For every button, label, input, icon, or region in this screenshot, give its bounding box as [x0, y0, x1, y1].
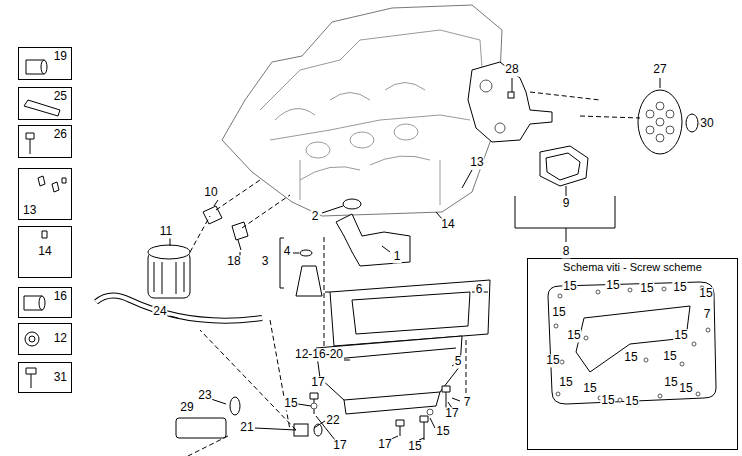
- callout-number: 17: [332, 439, 347, 452]
- callout-number: 7: [463, 396, 472, 409]
- callout-number: 15: [435, 425, 450, 438]
- part-box: 12: [18, 323, 72, 355]
- callout-number: 27: [652, 63, 667, 76]
- callout-number: 15: [672, 281, 687, 294]
- callout-number: 7: [703, 308, 712, 321]
- callout-number: 15: [283, 397, 298, 410]
- callout-number: 22: [325, 414, 340, 427]
- callout-number: 17: [444, 407, 459, 420]
- callout-number: 24: [152, 305, 167, 318]
- callout-number: 15: [678, 382, 693, 395]
- callout-number: 15: [566, 329, 581, 342]
- callout-number: 23: [197, 389, 212, 402]
- callout-number: 12-16-20: [294, 348, 344, 361]
- callout-number: 18: [226, 255, 241, 268]
- callout-number: 15: [407, 440, 422, 453]
- callout-number: 15: [623, 351, 638, 364]
- callout-number: 15: [624, 395, 639, 408]
- callout-number: 10: [203, 186, 218, 199]
- callout-number: 15: [582, 382, 597, 395]
- callout-number: 2: [311, 210, 320, 223]
- part-box: 13: [18, 168, 72, 220]
- callout-number: 17: [377, 438, 392, 451]
- callout-number: 15: [600, 394, 615, 407]
- callout-number: 15: [663, 376, 678, 389]
- crankcase: [222, 5, 502, 216]
- callout-number: 26: [54, 128, 67, 141]
- inset-title: Schema viti - Screw scheme: [563, 261, 702, 273]
- callout-number: 1: [393, 250, 402, 263]
- callout-number: 15: [545, 354, 560, 367]
- part-box: 16: [18, 287, 72, 318]
- callout-number: 13: [23, 204, 36, 217]
- callout-number: 4: [283, 245, 292, 258]
- gasket: [330, 280, 490, 346]
- callout-number: 5: [454, 355, 463, 368]
- callout-number: 3: [261, 255, 270, 268]
- callout-number: 14: [440, 218, 455, 231]
- callout-number: 15: [698, 287, 713, 300]
- callout-number: 13: [469, 156, 484, 169]
- callout-number: 25: [54, 90, 67, 103]
- callout-number: 15: [662, 350, 677, 363]
- callout-number: 16: [54, 290, 67, 303]
- callout-number: 30: [699, 117, 714, 130]
- part-box: 25: [18, 87, 72, 120]
- callout-number: 15: [605, 279, 620, 292]
- part-box: 31: [18, 362, 72, 393]
- part-box: 19: [18, 47, 72, 80]
- callout-number: 12: [54, 332, 67, 345]
- callout-number: 29: [179, 401, 194, 414]
- callout-number: 17: [310, 376, 325, 389]
- part-box: 14: [18, 226, 72, 278]
- callout-number: 15: [558, 376, 573, 389]
- oil-pan: [316, 336, 462, 400]
- callout-number: 8: [562, 245, 571, 258]
- callout-number: 15: [639, 282, 654, 295]
- callout-number: 6: [475, 283, 484, 296]
- callout-number: 15: [562, 280, 577, 293]
- callout-number: 28: [504, 63, 519, 76]
- callout-number: 31: [54, 371, 67, 384]
- callout-number: 21: [239, 421, 254, 434]
- callout-number: 9: [562, 197, 571, 210]
- oil-pump: [468, 62, 552, 142]
- callout-number: 15: [551, 306, 566, 319]
- callout-number: 14: [38, 245, 51, 258]
- callout-number: 15: [673, 329, 688, 342]
- callout-number: 11: [159, 225, 173, 238]
- callout-number: 19: [54, 50, 67, 63]
- part-box: 26: [18, 125, 72, 158]
